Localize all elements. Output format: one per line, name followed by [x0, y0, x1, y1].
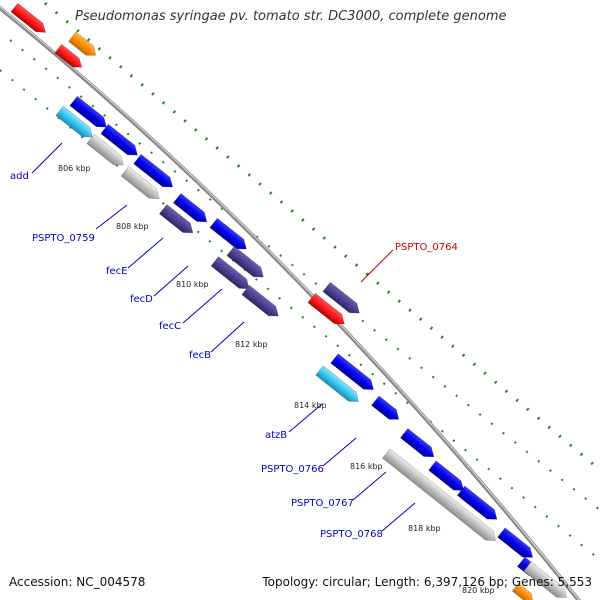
gc-plot-line — [38, 0, 600, 472]
cds-feature[interactable] — [210, 256, 253, 294]
rna-feature[interactable] — [54, 43, 85, 71]
gc-content-plot — [0, 0, 600, 561]
rna-feature[interactable] — [307, 292, 348, 329]
genome-backbone — [0, 5, 581, 600]
tick-label: 808 kbp — [116, 222, 149, 231]
cds-feature[interactable] — [428, 460, 468, 495]
tick-label: 806 kbp — [58, 164, 91, 173]
rna-feature[interactable] — [68, 31, 100, 60]
gene-label[interactable]: fecE — [106, 266, 128, 277]
cds-feature[interactable] — [382, 448, 499, 546]
gene-label[interactable]: add — [10, 171, 29, 182]
cds-feature[interactable] — [330, 353, 378, 395]
rna-feature[interactable] — [10, 2, 49, 37]
cds-feature[interactable] — [241, 284, 282, 321]
cds-feature[interactable] — [172, 193, 210, 226]
cds-feature[interactable] — [456, 485, 500, 524]
label-leader-line — [210, 321, 245, 353]
gene-label[interactable]: PSPTO_0764 — [395, 242, 458, 253]
gene-label[interactable]: fecC — [159, 321, 181, 332]
cds-feature[interactable] — [399, 428, 437, 461]
position-ticks: 806 kbp 808 kbp 810 kbp 812 kbp 814 kbp 816 k… — [58, 164, 495, 595]
gc-plot-line — [9, 39, 600, 511]
cds-feature[interactable] — [158, 204, 196, 237]
cds-feature[interactable] — [315, 365, 363, 407]
cds-feature[interactable] — [523, 561, 571, 600]
gene-label[interactable]: fecD — [130, 294, 153, 305]
label-leader-line — [381, 502, 416, 532]
gene-label[interactable]: PSPTO_0766 — [261, 464, 324, 475]
cds-feature[interactable] — [497, 527, 537, 562]
rna-feature[interactable] — [511, 582, 535, 600]
accession-text: Accession: NC_004578 — [9, 575, 146, 589]
gene-label[interactable]: PSPTO_0767 — [291, 498, 354, 509]
cds-feature[interactable] — [322, 281, 363, 318]
tick-label: 814 kbp — [294, 401, 327, 410]
label-leader-line — [360, 249, 394, 283]
cds-feature[interactable] — [209, 217, 250, 254]
label-leader-line — [352, 471, 387, 501]
tick-label: 816 kbp — [350, 462, 383, 471]
label-leader-line — [288, 403, 323, 433]
genome-title: Pseudomonas syringae pv. tomato str. DC3… — [75, 9, 507, 24]
label-leader-line — [322, 437, 357, 467]
label-leader-line — [182, 288, 223, 324]
cds-feature[interactable] — [69, 95, 110, 132]
gc-plot-line — [0, 69, 600, 561]
topology-text: Topology: circular; Length: 6,397,126 bp… — [262, 575, 592, 589]
gene-label[interactable]: PSPTO_0759 — [32, 233, 95, 244]
gene-label[interactable]: atzB — [265, 430, 287, 441]
cds-feature[interactable] — [120, 166, 163, 204]
label-leader-line — [95, 204, 128, 230]
label-leader-line — [31, 142, 63, 174]
label-leader-line — [127, 237, 164, 269]
tick-label: 810 kbp — [176, 280, 209, 289]
gene-features — [10, 2, 571, 600]
cds-feature[interactable] — [100, 123, 141, 160]
cds-feature[interactable] — [86, 133, 127, 170]
cds-feature[interactable] — [226, 245, 267, 282]
tick-label: 812 kbp — [235, 340, 268, 349]
gene-label[interactable]: PSPTO_0768 — [320, 529, 383, 540]
tick-label: 818 kbp — [408, 524, 441, 533]
cds-feature[interactable] — [133, 153, 177, 191]
gene-label[interactable]: fecB — [189, 350, 211, 361]
cds-feature[interactable] — [55, 105, 96, 142]
label-leader-line — [153, 265, 189, 297]
cds-feature[interactable] — [371, 395, 403, 424]
tick-label: 820 kbp — [462, 586, 495, 595]
